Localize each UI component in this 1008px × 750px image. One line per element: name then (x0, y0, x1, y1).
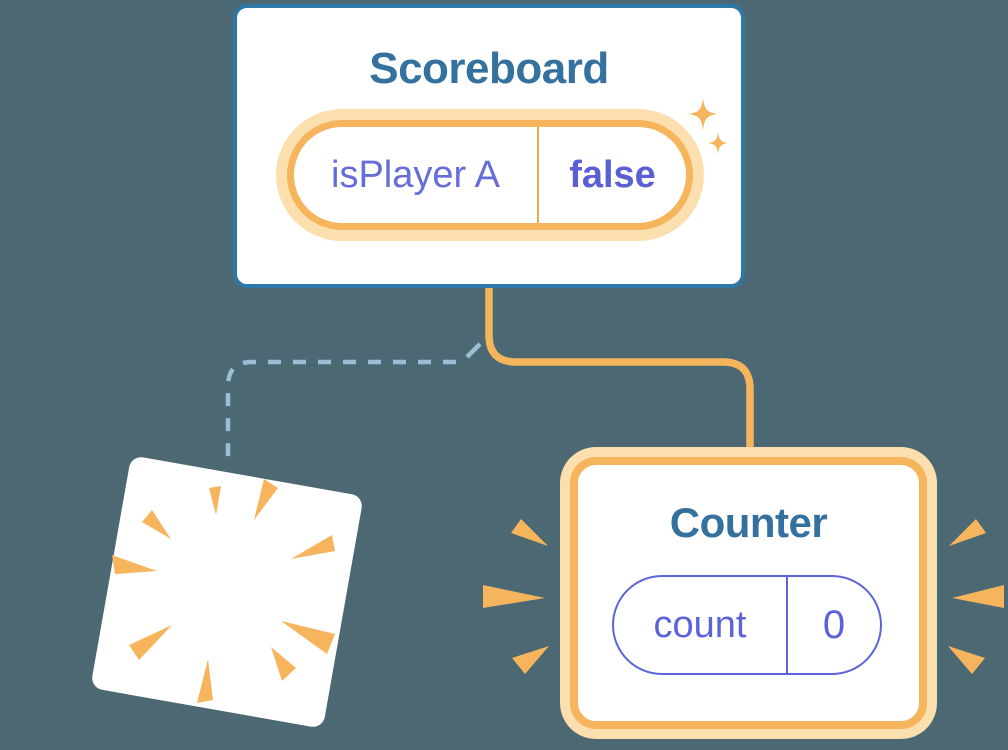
pill-divider (786, 577, 788, 673)
state-value: 0 (822, 602, 846, 647)
explosion-rays-icon (112, 479, 335, 703)
destroyed-card (92, 457, 362, 727)
scoreboard-title: Scoreboard (369, 44, 609, 93)
connector-dashed-line (225, 359, 456, 462)
scoreboard-card: Scoreboard isPlayer A false (233, 4, 745, 288)
scoreboard-state-pill: isPlayer A false (287, 120, 693, 230)
state-value: false (569, 153, 656, 196)
counter-state-pill: count 0 (612, 575, 882, 675)
connector-dashed-start (465, 342, 482, 359)
state-name: isPlayer A (331, 153, 500, 196)
connector-solid-line (485, 282, 754, 462)
counter-title: Counter (669, 499, 828, 546)
pill-divider (537, 127, 539, 223)
destroyed-card-body (92, 457, 362, 727)
counter-card: Counter count 0 (570, 457, 927, 729)
state-name: count (653, 603, 747, 646)
